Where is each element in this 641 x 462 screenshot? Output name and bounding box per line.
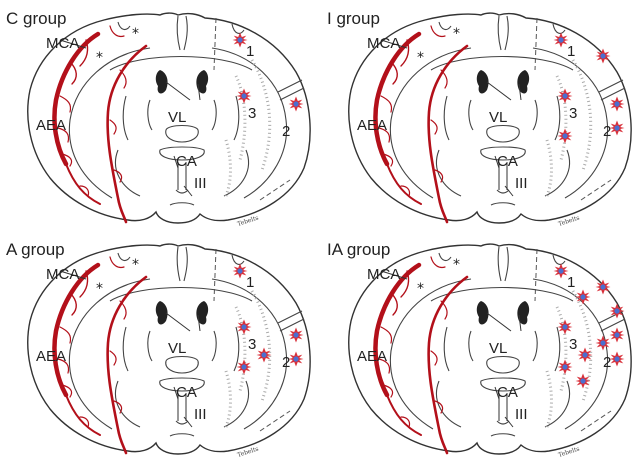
- region-1-label: 1: [567, 43, 575, 60]
- mca-label: MCA: [46, 35, 79, 52]
- vl-label: VL: [489, 340, 507, 357]
- aea-label: AEA: [357, 348, 387, 365]
- aea-label: AEA: [36, 348, 66, 365]
- mca-label: MCA: [367, 35, 400, 52]
- region-1-label: 1: [567, 274, 575, 291]
- panel-title: C group: [6, 9, 66, 28]
- ca-label: CA: [176, 384, 197, 401]
- ca-label: CA: [176, 153, 197, 170]
- ca-label: CA: [497, 384, 518, 401]
- panel-title: IA group: [327, 240, 390, 259]
- iii-label: III: [194, 175, 207, 192]
- panel-title: A group: [6, 240, 65, 259]
- vl-label: VL: [168, 340, 186, 357]
- region-3-label: 3: [569, 105, 577, 122]
- region-2-label: 2: [603, 123, 611, 140]
- region-1-label: 1: [246, 274, 254, 291]
- iii-label: III: [515, 406, 528, 423]
- region-3-label: 3: [248, 105, 256, 122]
- aea-label: AEA: [36, 117, 66, 134]
- mca-label: MCA: [367, 266, 400, 283]
- region-3-label: 3: [248, 336, 256, 353]
- panel-title: I group: [327, 9, 380, 28]
- vl-label: VL: [168, 109, 186, 126]
- aea-label: AEA: [357, 117, 387, 134]
- region-1-label: 1: [246, 43, 254, 60]
- iii-label: III: [194, 406, 207, 423]
- vl-label: VL: [489, 109, 507, 126]
- region-2-label: 2: [282, 123, 290, 140]
- iii-label: III: [515, 175, 528, 192]
- region-2-label: 2: [603, 354, 611, 371]
- region-2-label: 2: [282, 354, 290, 371]
- ca-label: CA: [497, 153, 518, 170]
- region-3-label: 3: [569, 336, 577, 353]
- mca-label: MCA: [46, 266, 79, 283]
